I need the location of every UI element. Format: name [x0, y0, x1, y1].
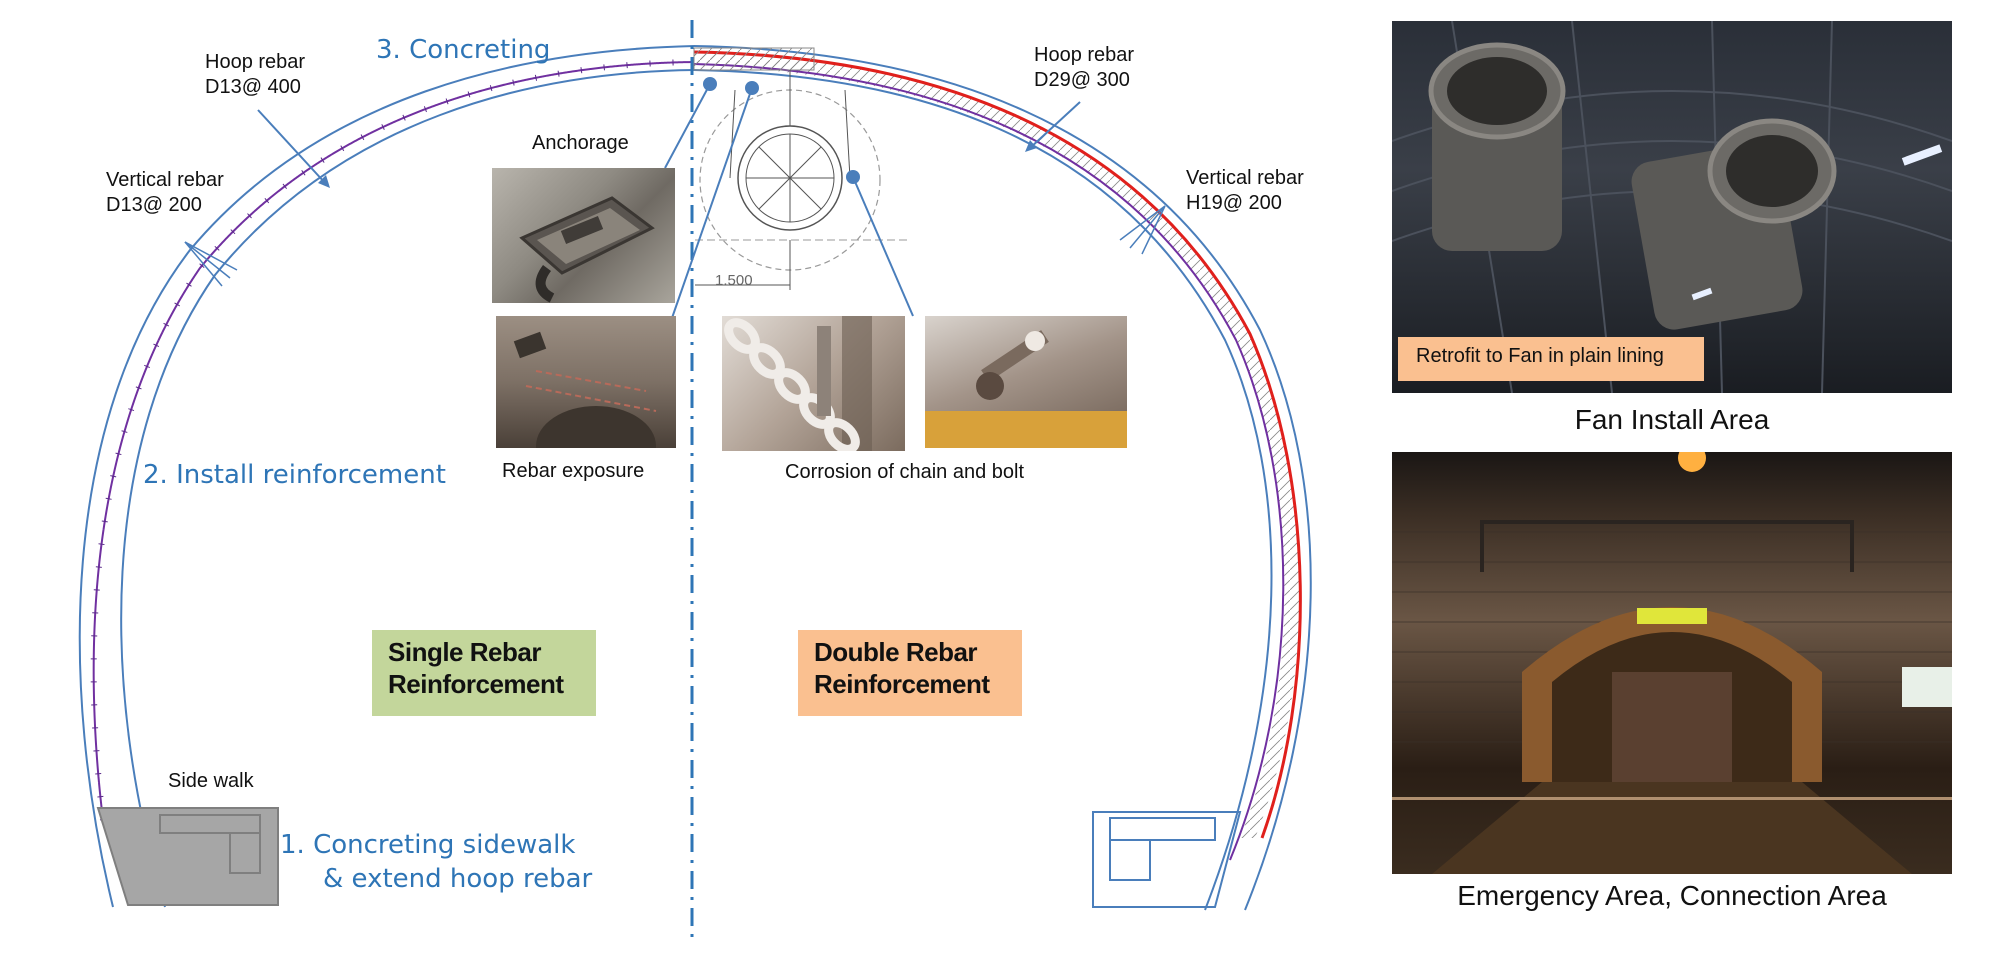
arrowhead-hoop-right — [1025, 140, 1037, 152]
fan-schematic — [695, 70, 910, 290]
tick-vert-right-c — [1141, 205, 1166, 255]
arrow-hoop-left — [257, 109, 327, 185]
vert-left-line1: Vertical rebar — [106, 169, 224, 191]
left-inner-lining — [120, 69, 695, 908]
tick-vert-left-b — [184, 241, 231, 279]
hoop-left-label: Hoop rebar D13@ 400 — [205, 50, 305, 100]
rebar-exposure-label: Rebar exposure — [502, 460, 645, 482]
side-walk-label: Side walk — [168, 770, 254, 792]
hoop-left-line2: D13@ 400 — [205, 76, 301, 98]
tunnel-cross-section — [78, 20, 1312, 945]
single-tag-line1: Single Rebar — [388, 637, 541, 667]
right-sidewalk-block — [1092, 811, 1242, 908]
anchorage-photo — [492, 168, 675, 303]
single-rebar-tag: Single Rebar Reinforcement — [372, 630, 596, 716]
fan-install-caption: Fan Install Area — [1574, 404, 1770, 435]
emergency-area-photo-art — [1392, 452, 1952, 874]
double-rebar-tag: Double Rebar Reinforcement — [798, 630, 1022, 716]
tick-vert-left-c — [184, 241, 223, 287]
vert-right-line2: H19@ 200 — [1186, 192, 1282, 214]
left-sidewalk-block — [96, 807, 279, 906]
left-hoop-rebar — [92, 61, 695, 821]
right-sidewalk-box2 — [1109, 839, 1151, 881]
step-install-reinforcement: 2. Install reinforcement — [143, 460, 446, 490]
anchorage-photo-art — [519, 196, 655, 303]
right-inner-lining — [693, 69, 1273, 911]
hoop-right-line1: Hoop rebar — [1034, 44, 1135, 66]
arrowhead-hoop-left — [318, 175, 330, 188]
fan-install-photo-art — [1392, 21, 1952, 393]
vert-right-line1: Vertical rebar — [1186, 167, 1304, 189]
fan-cylinder-left — [1428, 42, 1566, 251]
right-sidewalk-box — [1109, 817, 1216, 841]
double-tag-line2: Reinforcement — [814, 669, 990, 699]
arrow-hoop-right — [1029, 101, 1081, 149]
step-sidewalk-line2: & extend hoop rebar — [323, 864, 593, 894]
tick-vert-left-a — [184, 241, 238, 271]
step-sidewalk-line1: 1. Concreting sidewalk — [280, 830, 576, 860]
left-outer-lining — [78, 45, 695, 908]
rebar-exposure-photo — [496, 316, 676, 448]
bolt-photo — [925, 316, 1127, 448]
right-outer-lining — [693, 45, 1312, 911]
chain-photo — [722, 316, 905, 451]
dimension-label: 1.500 — [715, 272, 753, 289]
left-sidewalk-box2 — [229, 832, 261, 874]
double-tag-line1: Double Rebar — [814, 637, 978, 667]
hoop-right-line2: D29@ 300 — [1034, 69, 1130, 91]
fan-install-photo: Retrofit to Fan in plain lining — [1392, 21, 1952, 393]
step-concreting: 3. Concreting — [376, 35, 551, 65]
fan-callout-box: Retrofit to Fan in plain lining — [1398, 337, 1704, 381]
fan-cylinder-right — [1631, 118, 1837, 330]
vert-left-line2: D13@ 200 — [106, 194, 202, 216]
emergency-area-photo — [1392, 452, 1952, 874]
leader-anchorage — [664, 83, 711, 169]
hoop-right-label: Hoop rebar D29@ 300 — [1034, 43, 1134, 93]
chain-photo-art — [724, 316, 872, 451]
right-hoop-rebar-purple — [693, 63, 1285, 861]
bolt-photo-art — [925, 330, 1127, 448]
leader-corrosion — [852, 176, 914, 317]
rebar-exposure-photo-art — [513, 331, 657, 448]
corrosion-label: Corrosion of chain and bolt — [785, 461, 1025, 483]
crown-strip — [693, 47, 815, 71]
fan-callout-text: Retrofit to Fan in plain lining — [1416, 345, 1664, 367]
right-hoop-rebar-red — [693, 50, 1302, 839]
tick-vert-right-b — [1129, 205, 1166, 249]
anchorage-label: Anchorage — [532, 132, 629, 154]
leader-rebar-exposure — [671, 87, 753, 319]
single-tag-line2: Reinforcement — [388, 669, 564, 699]
tick-vert-right-a — [1119, 205, 1166, 241]
vert-right-label: Vertical rebar H19@ 200 — [1186, 166, 1304, 216]
emergency-area-caption: Emergency Area, Connection Area — [1457, 880, 1887, 911]
vert-left-label: Vertical rebar D13@ 200 — [106, 168, 224, 218]
left-sidewalk-box — [159, 814, 261, 834]
hoop-left-line1: Hoop rebar — [205, 51, 306, 73]
